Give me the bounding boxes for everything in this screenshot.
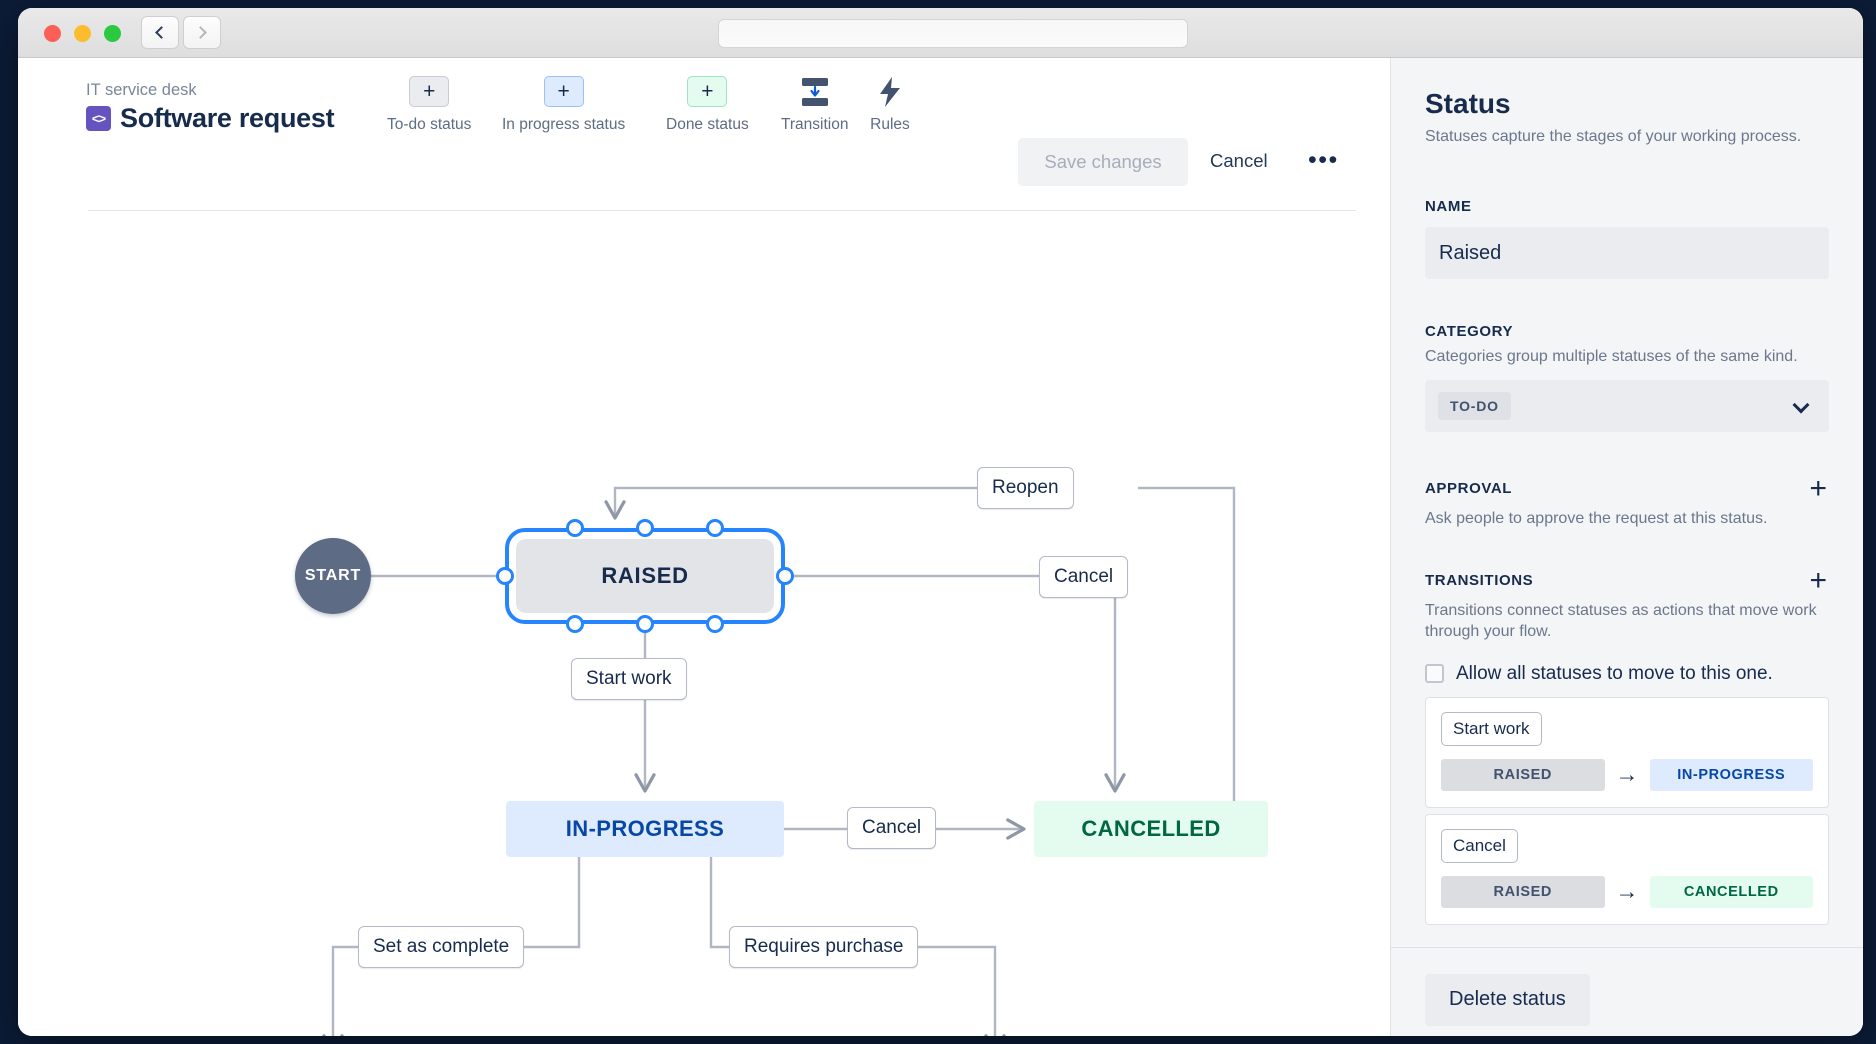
workflow-node-raised-label: RAISED (516, 539, 774, 613)
category-description: Categories group multiple statuses of th… (1425, 348, 1798, 365)
workflow-node-raised[interactable]: RAISED (496, 519, 794, 633)
edge-label-cancel-top[interactable]: Cancel (1039, 556, 1129, 598)
rules-button[interactable]: Rules (870, 76, 910, 134)
transitions-label: TRANSITIONS (1425, 571, 1534, 589)
chevron-down-icon (1792, 396, 1810, 414)
tool-label: In progress status (502, 116, 626, 133)
chevron-right-icon (194, 26, 207, 39)
transition-card[interactable]: Cancel RAISED → CANCELLED (1425, 813, 1829, 925)
browser-url-bar[interactable] (718, 19, 1188, 48)
transition-card[interactable]: Start work RAISED → IN-PROGRESS (1425, 696, 1829, 808)
category-select[interactable]: TO-DO (1425, 380, 1829, 432)
browser-window: IT service desk <> Software request + To… (18, 8, 1863, 1036)
more-options-icon[interactable]: ••• (1308, 146, 1339, 174)
resize-handle-bottom-left[interactable] (566, 615, 584, 633)
transition-name: Cancel (1441, 828, 1518, 863)
project-title-row: <> Software request (86, 103, 335, 134)
panel-subtitle: Statuses capture the stages of your work… (1425, 128, 1802, 145)
category-field-label: CATEGORY (1425, 323, 1514, 340)
transitions-description: Transitions connect statuses as actions … (1425, 601, 1817, 641)
panel-scroll-area: Status Statuses capture the stages of yo… (1391, 58, 1863, 1036)
transition-flow: RAISED → CANCELLED (1441, 875, 1813, 908)
add-done-status-button[interactable]: + Done status (666, 76, 749, 134)
add-transition-icon[interactable]: + (1809, 563, 1827, 597)
tool-label: To-do status (387, 116, 472, 133)
window-minimize-button[interactable] (74, 25, 91, 42)
approval-label: APPROVAL (1425, 480, 1513, 497)
plus-icon: + (687, 76, 728, 107)
resize-handle-left[interactable] (496, 567, 514, 585)
transitions-section-header: TRANSITIONS + (1425, 563, 1829, 597)
allow-all-checkbox[interactable] (1425, 664, 1444, 684)
app-header: IT service desk <> Software request + To… (18, 58, 1390, 211)
delete-status-button[interactable]: Delete status (1425, 973, 1590, 1026)
header-divider (88, 210, 1356, 211)
browser-back-button[interactable] (141, 16, 179, 49)
edge-label-requires-purchase[interactable]: Requires purchase (729, 926, 919, 968)
add-inprogress-status-button[interactable]: + In progress status (502, 76, 625, 134)
allow-all-statuses-row[interactable]: Allow all statuses to move to this one. (1425, 663, 1863, 685)
save-changes-button[interactable]: Save changes (1018, 138, 1188, 186)
add-todo-status-button[interactable]: + To-do status (387, 76, 471, 134)
workflow-node-cancelled[interactable]: CANCELLED (1034, 801, 1268, 857)
resize-handle-top-left[interactable] (566, 519, 584, 537)
transition-flow: RAISED → IN-PROGRESS (1441, 758, 1813, 791)
chevron-left-icon (155, 26, 168, 39)
transition-from-status: RAISED (1441, 758, 1605, 791)
page-title: Software request (120, 103, 335, 133)
approval-description: Ask people to approve the request at thi… (1425, 510, 1768, 527)
resize-handle-right[interactable] (776, 567, 794, 585)
edge-label-cancel-middle[interactable]: Cancel (847, 807, 937, 849)
transition-name: Start work (1441, 711, 1542, 746)
workflow-canvas-column: IT service desk <> Software request + To… (18, 58, 1390, 1036)
browser-chrome (18, 8, 1863, 58)
status-details-panel: Status Statuses capture the stages of yo… (1390, 58, 1863, 1036)
workflow-edges (322, 486, 1236, 1036)
tool-label: Transition (781, 116, 849, 133)
plus-icon: + (409, 76, 450, 107)
edge-label-reopen[interactable]: Reopen (977, 467, 1074, 509)
arrow-right-icon: → (1615, 761, 1639, 788)
add-approval-icon[interactable]: + (1809, 472, 1827, 505)
name-field-label: NAME (1425, 198, 1472, 215)
lightning-icon (870, 76, 910, 107)
app-body: IT service desk <> Software request + To… (18, 58, 1863, 1036)
breadcrumb[interactable]: IT service desk (86, 81, 197, 99)
transition-to-status: CANCELLED (1649, 875, 1813, 908)
window-maximize-button[interactable] (104, 25, 121, 42)
code-brackets-icon: <> (86, 106, 111, 131)
add-transition-button[interactable]: Transition (781, 76, 848, 134)
workflow-diagram[interactable]: START RAISED IN-PROGRESS CANCELLED COMPL… (18, 213, 1390, 1036)
tool-label: Rules (870, 116, 910, 133)
transition-from-status: RAISED (1441, 875, 1605, 908)
browser-forward-button[interactable] (183, 16, 221, 49)
edge-label-set-as-complete-left[interactable]: Set as complete (358, 926, 525, 968)
resize-handle-bottom-center[interactable] (636, 615, 654, 633)
cancel-button[interactable]: Cancel (1210, 150, 1268, 171)
workflow-node-in-progress[interactable]: IN-PROGRESS (506, 801, 784, 857)
window-close-button[interactable] (44, 25, 61, 42)
arrow-right-icon: → (1615, 878, 1639, 905)
panel-divider (1391, 946, 1863, 948)
resize-handle-top-right[interactable] (706, 519, 724, 537)
transition-list: Start work RAISED → IN-PROGRESS Cancel R… (1425, 696, 1829, 925)
transition-icon (795, 76, 835, 107)
transition-to-status: IN-PROGRESS (1649, 758, 1813, 791)
panel-title: Status (1425, 88, 1511, 119)
resize-handle-bottom-right[interactable] (706, 615, 724, 633)
edge-label-start-work[interactable]: Start work (571, 658, 687, 700)
allow-all-label: Allow all statuses to move to this one. (1456, 662, 1773, 684)
status-badge: TO-DO (1438, 392, 1511, 420)
plus-icon: + (543, 76, 584, 107)
resize-handle-top-center[interactable] (636, 519, 654, 537)
tool-label: Done status (666, 116, 749, 133)
approval-section-header: APPROVAL + (1425, 472, 1829, 505)
workflow-node-start[interactable]: START (295, 538, 371, 614)
status-name-input[interactable] (1425, 227, 1829, 279)
